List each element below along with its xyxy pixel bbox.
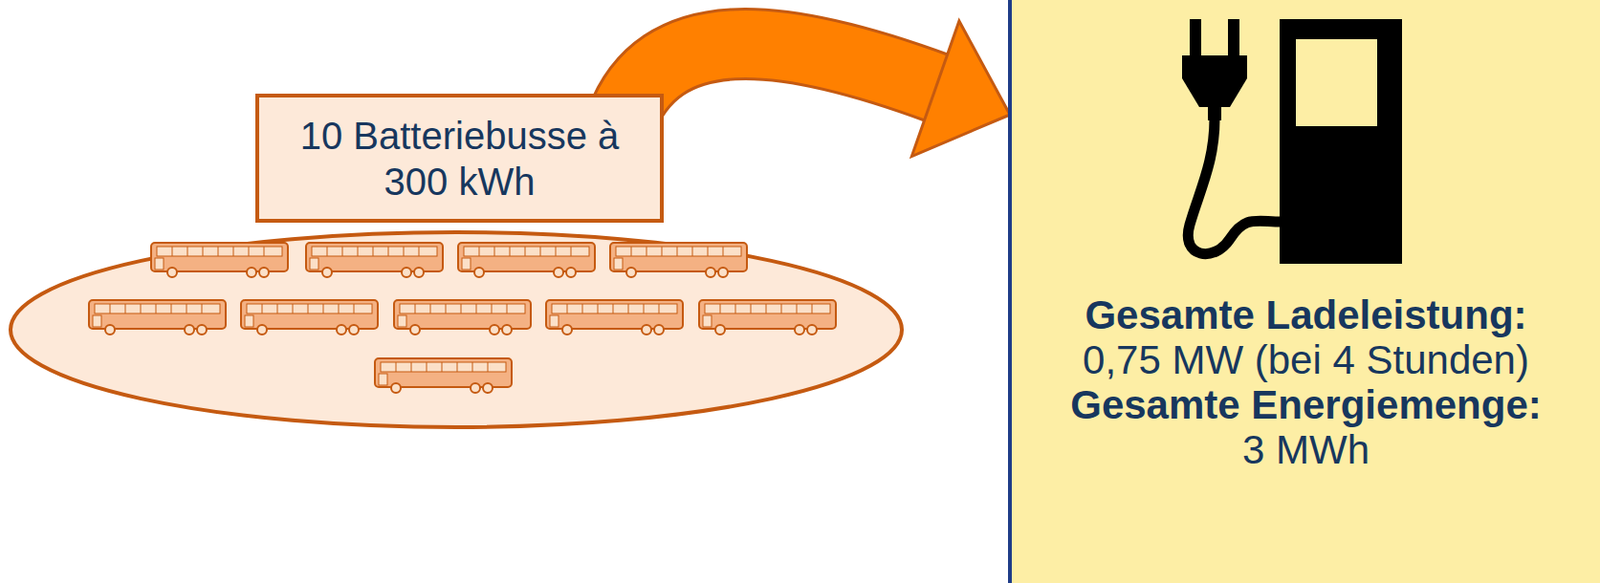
value-heading: Gesamte Energiemenge: [1019, 382, 1593, 428]
value-text: 0,75 MW (bei 4 Stunden) [1019, 337, 1593, 383]
value-text: 3 MWh [1019, 427, 1593, 473]
fleet-label-box: 10 Batteriebusse à 300 kWh [255, 93, 664, 223]
value-heading: Gesamte Ladeleistung: [1019, 292, 1593, 338]
flow-arrow [620, 21, 1010, 157]
charging-panel: Gesamte Ladeleistung:0,75 MW (bei 4 Stun… [1008, 0, 1600, 583]
bus-icons [88, 242, 836, 394]
fleet-ellipse [10, 232, 902, 428]
fleet-label: 10 Batteriebusse à 300 kWh [287, 112, 633, 205]
charging-station-icon [1011, 0, 1600, 287]
